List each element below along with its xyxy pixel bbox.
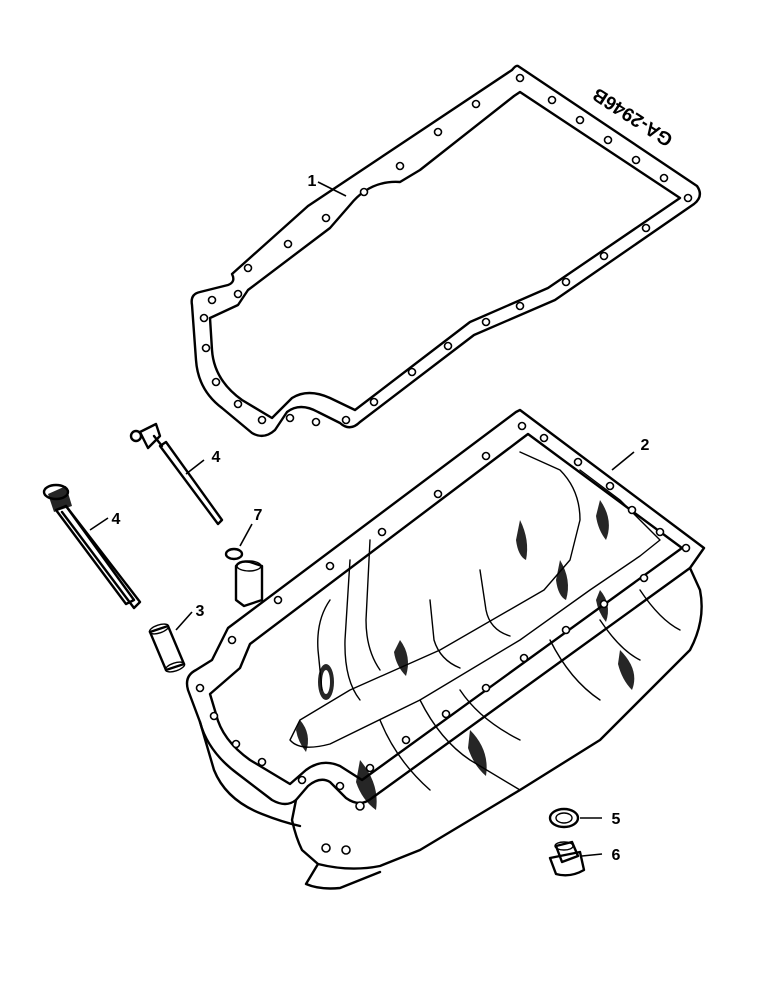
callout-5: 5 (612, 811, 621, 828)
drain-plug (548, 840, 586, 877)
callout-4-lower: 4 (112, 511, 121, 528)
callout-6: 6 (612, 847, 621, 864)
drawing-reference-code: GA-2946B (589, 83, 677, 150)
gasket-bolt-holes (199, 73, 693, 427)
callout-4-upper: 4 (212, 449, 221, 466)
callout-labels: 1 2 3 4 4 5 6 7 (112, 173, 650, 864)
dipstick-tube-sleeve (148, 623, 186, 673)
drain-plug-washer (548, 807, 580, 829)
o-ring (224, 547, 244, 561)
oil-pan-bolt-holes (195, 421, 691, 791)
callout-1: 1 (308, 173, 317, 190)
oil-pan-gasket (190, 64, 702, 438)
callout-2: 2 (641, 437, 650, 454)
leader-lines (89, 181, 635, 857)
oil-pan (185, 408, 706, 890)
callout-7: 7 (254, 507, 263, 524)
callout-3: 3 (196, 603, 205, 620)
dipstick-upper (129, 422, 224, 526)
dipstick-lower (42, 483, 142, 610)
